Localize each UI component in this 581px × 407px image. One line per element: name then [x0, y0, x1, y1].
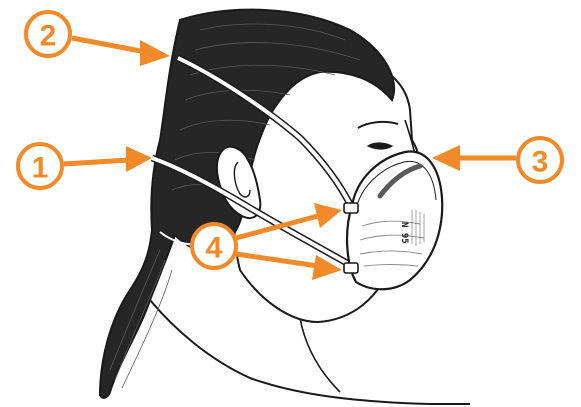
mask-marking: N 95 — [399, 222, 409, 244]
callout-2-arrow-head — [140, 40, 170, 66]
callout-2: 2 — [26, 12, 170, 66]
eye — [368, 143, 392, 149]
callout-1: 1 — [18, 144, 152, 188]
upper-strap-staple — [344, 203, 358, 213]
callout-3: 3 — [432, 138, 562, 182]
neck-front — [300, 318, 340, 392]
callout-2-number: 2 — [40, 20, 57, 53]
callout-1-number: 1 — [32, 152, 49, 185]
person-figure: N 95 — [100, 10, 470, 404]
callout-1-arrow-line — [64, 160, 128, 164]
callout-2-arrow-line — [72, 38, 146, 52]
callout-3-arrow-head — [432, 145, 460, 171]
lower-strap-staple — [344, 263, 358, 273]
callout-4-number: 4 — [206, 232, 223, 265]
callout-3-number: 3 — [532, 146, 549, 179]
callout-1-arrow-head — [126, 146, 152, 172]
